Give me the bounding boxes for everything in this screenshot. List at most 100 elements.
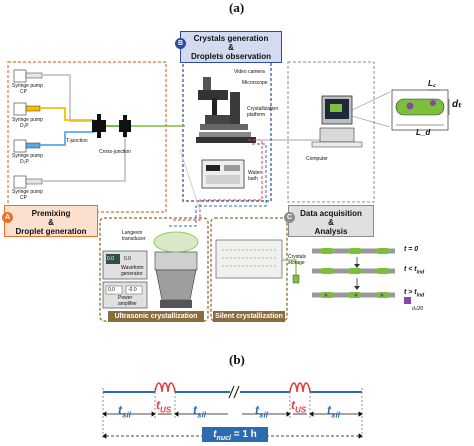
pump-2-label-line1: Syringe pump xyxy=(12,117,43,123)
analysis-frame xyxy=(287,61,375,203)
t-nucl-box: tnucl = 1 h xyxy=(202,427,268,442)
time-label-t-gt-sub: ind xyxy=(416,292,425,299)
t-sil-label-1-main: t xyxy=(118,403,122,417)
syringe-pump-2 xyxy=(13,102,41,116)
crystals-title-1: Crystals generation xyxy=(193,34,269,43)
t-us-label-1-main: t xyxy=(156,398,160,412)
pump-2-label-line2: D₁P xyxy=(20,123,29,129)
premixing-title-2: & xyxy=(48,218,54,227)
water-bath-label: Water bath xyxy=(248,170,261,182)
amp-display-1: 0.0 xyxy=(108,287,115,293)
time-label-t-lt-sub: ind xyxy=(416,269,425,276)
droplet-sequence-t-lt xyxy=(312,268,395,274)
wave-display-1: 0.0 xyxy=(107,256,114,262)
cross-junction-label: Cross-junction xyxy=(99,149,131,155)
waveform-label: Waveform generator xyxy=(121,265,144,277)
computer xyxy=(311,95,363,148)
pump-1-label-line2: CP xyxy=(20,89,27,95)
syringe-pump-1 xyxy=(13,69,43,83)
t-sil-label-3-main: t xyxy=(255,403,259,417)
panel-b-label: (b) xyxy=(229,352,245,367)
ultrasonic-title: Ultrasonic crystallization xyxy=(108,311,204,322)
langevin-label-line1: Langevin xyxy=(122,230,143,236)
us-pulse-right xyxy=(289,382,311,393)
crystals-storage xyxy=(292,274,300,284)
tube-d2p xyxy=(40,131,95,146)
platform-label-line1: Crystallization xyxy=(247,106,279,112)
storage-label-line2: storage xyxy=(288,260,305,266)
t-sil-label-1-sub: sil xyxy=(122,410,131,420)
time-label-t-gt-main: t > t xyxy=(404,289,417,296)
crystals-title-3: Droplets observation xyxy=(190,52,271,61)
premixing-title-3: Droplet generation xyxy=(15,227,87,236)
cross-junction-stem xyxy=(123,115,127,137)
syringe-pump-4 xyxy=(13,175,43,189)
silent-title: Silent crystallization xyxy=(213,311,285,322)
axis-break-2 xyxy=(233,385,240,399)
water-loop-blue xyxy=(168,143,267,227)
axis-break-1 xyxy=(228,385,235,399)
dt-label: dₜ xyxy=(452,99,462,110)
pump-1-label: Syringe pump CP xyxy=(12,83,43,95)
analysis-title-box: Data acquisition & Analysis xyxy=(288,205,374,237)
water-bath-label-line1: Water xyxy=(248,170,262,176)
us-pulse-left xyxy=(154,382,176,393)
amp-display-2: -0.0 xyxy=(128,287,137,293)
t-sil-label-4-sub: sil xyxy=(331,410,340,420)
t-sil-label-3: tsil xyxy=(255,403,268,419)
t-sil-label-2-sub: sil xyxy=(197,410,206,420)
pump-3-label-line1: Syringe pump xyxy=(12,153,43,159)
pump-3-label: Syringe pump D₂P xyxy=(12,153,43,165)
t-us-label-1: tUS xyxy=(156,398,171,414)
power-label-line2: amplifier xyxy=(118,301,137,307)
lc-label: L꜀ xyxy=(428,79,436,88)
crystals-frame xyxy=(182,60,272,202)
wave-display-2: 0.0 xyxy=(124,256,131,262)
silent-tank xyxy=(215,239,283,279)
waveform-label-line1: Waveform xyxy=(121,265,144,271)
power-label-line1: Power xyxy=(118,295,133,301)
t-junction-stem xyxy=(97,114,101,138)
microscope-label: Microscope xyxy=(242,80,268,86)
section-a-badge: A xyxy=(2,212,13,223)
video-camera-label: Video camera xyxy=(234,69,265,75)
t-sil-label-2: tsil xyxy=(193,403,206,419)
droplet-zoom xyxy=(391,89,450,131)
time-label-t-gt: t > tind xyxy=(404,289,424,298)
tube-to-storage xyxy=(282,259,297,275)
t-us-label-1-sub: US xyxy=(160,405,172,415)
panel-a-label: (a) xyxy=(229,0,245,15)
pump-4-label-line1: Syringe pump xyxy=(12,189,43,195)
pump-4-label: Syringe pump CP xyxy=(12,189,43,201)
t-sil-label-4-main: t xyxy=(327,403,331,417)
waveform-generator xyxy=(102,250,148,280)
ld-label: L_d xyxy=(416,128,431,137)
water-bath xyxy=(201,159,245,189)
premixing-title-box: Premixing & Droplet generation xyxy=(4,205,98,237)
analysis-title-2: & xyxy=(328,218,334,227)
waveform-label-line2: generator xyxy=(121,271,143,277)
tube-cp-top xyxy=(42,74,100,122)
time-label-t-lt: t < tind xyxy=(404,266,424,275)
silent-tank-tubing xyxy=(222,249,276,267)
t-sil-label-4: tsil xyxy=(327,403,340,419)
time-label-t-lt-main: t < t xyxy=(404,266,417,273)
storage-label-line1: Crystals xyxy=(288,254,307,260)
langevin-label-line2: transducer xyxy=(122,236,146,242)
platform-label: Crystallization platform xyxy=(247,106,278,118)
analysis-title-3: Analysis xyxy=(314,227,348,236)
pump-1-label-line1: Syringe pump xyxy=(12,83,43,89)
computer-label: Computer xyxy=(306,156,328,162)
syringe-pump-3 xyxy=(13,139,41,153)
crystal-scale-box xyxy=(404,297,411,304)
tube-d1p xyxy=(40,107,95,121)
silent-frame xyxy=(210,217,288,322)
analysis-title-1: Data acquisition xyxy=(300,209,362,218)
storage-label: Crystals storage xyxy=(288,254,306,266)
t-sil-label-2-main: t xyxy=(193,403,197,417)
t-nucl-sub: nucl xyxy=(216,435,231,442)
microscope xyxy=(196,77,256,143)
t-nucl-value: = 1 h xyxy=(230,429,257,440)
t-sil-label-1: tsil xyxy=(118,403,131,419)
platform-label-line2: platform xyxy=(247,112,266,118)
